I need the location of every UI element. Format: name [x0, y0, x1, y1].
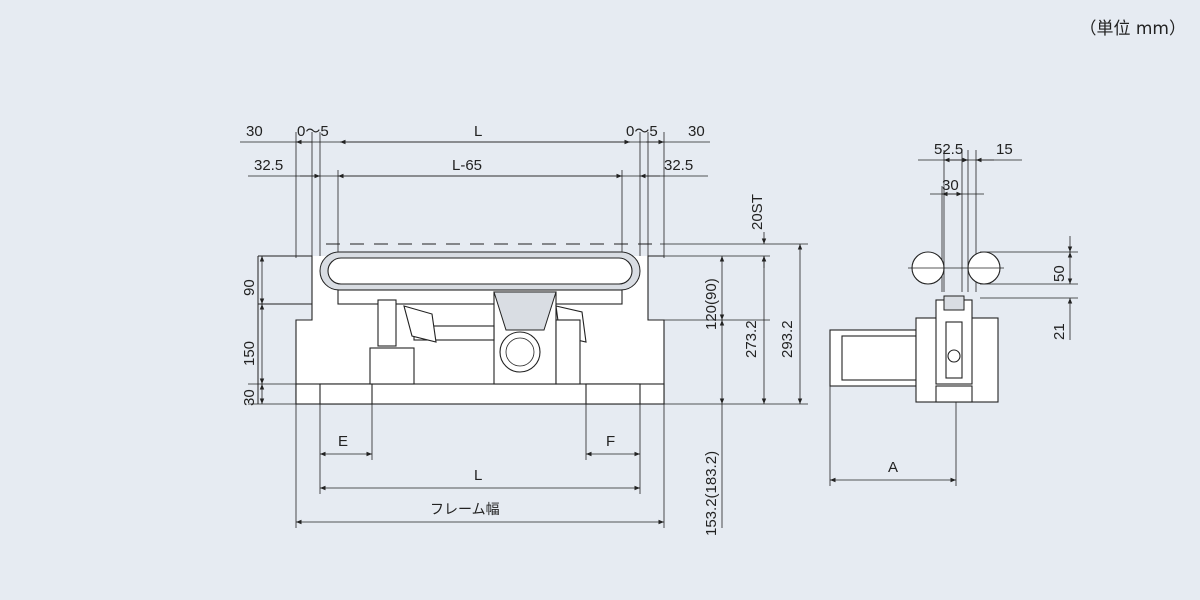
dim-top-left-30: 30 — [246, 123, 263, 140]
side-dim-15: 15 — [996, 141, 1013, 158]
side-right-dims — [980, 236, 1078, 340]
dim-273-2: 273.2 — [743, 320, 760, 358]
left-vertical-dims — [248, 256, 296, 405]
dim-left-30: 30 — [241, 389, 258, 406]
second-dimension-row — [248, 170, 708, 256]
right-vertical-dims — [719, 244, 803, 528]
dim-left-150: 150 — [241, 341, 258, 366]
dim-frame-width: フレーム幅 — [430, 502, 500, 518]
unit-label: （単位 mm） — [1079, 19, 1186, 39]
dim-left-90: 90 — [241, 279, 258, 296]
dim-left-32-5: 32.5 — [254, 157, 283, 174]
dim-stroke-20ST: 20ST — [749, 194, 766, 230]
side-dim-A: A — [888, 459, 898, 476]
dim-top-L: L — [474, 123, 482, 140]
top-dimension-row — [240, 132, 710, 258]
side-body — [829, 295, 999, 403]
side-dim-30: 30 — [942, 177, 959, 194]
conveyor-belt — [319, 251, 641, 305]
front-view: 30 0～5 L 0～5 30 32.5 L-65 32.5 20ST — [240, 123, 808, 536]
dim-top-right-30: 30 — [688, 123, 705, 140]
dim-label-F: F — [606, 433, 615, 450]
dim-120-90: 120(90) — [703, 278, 720, 330]
side-dim-50: 50 — [1051, 265, 1068, 282]
dim-inner-L-65: L-65 — [452, 157, 482, 174]
side-view: 52.5 15 30 — [829, 141, 1078, 486]
dim-label-E: E — [338, 433, 348, 450]
dim-right-32-5: 32.5 — [664, 157, 693, 174]
side-dim-52-5: 52.5 — [934, 141, 963, 158]
dim-bottom-L: L — [474, 467, 482, 484]
side-dim-21: 21 — [1051, 323, 1068, 340]
dim-293-2: 293.2 — [779, 320, 796, 358]
dim-153-2: 153.2(183.2) — [703, 451, 720, 536]
dim-top-left-gap: 0～5 — [297, 123, 329, 140]
bottom-dims — [295, 404, 665, 528]
dim-top-right-gap: 0～5 — [626, 123, 658, 140]
lift-unit — [369, 291, 587, 385]
